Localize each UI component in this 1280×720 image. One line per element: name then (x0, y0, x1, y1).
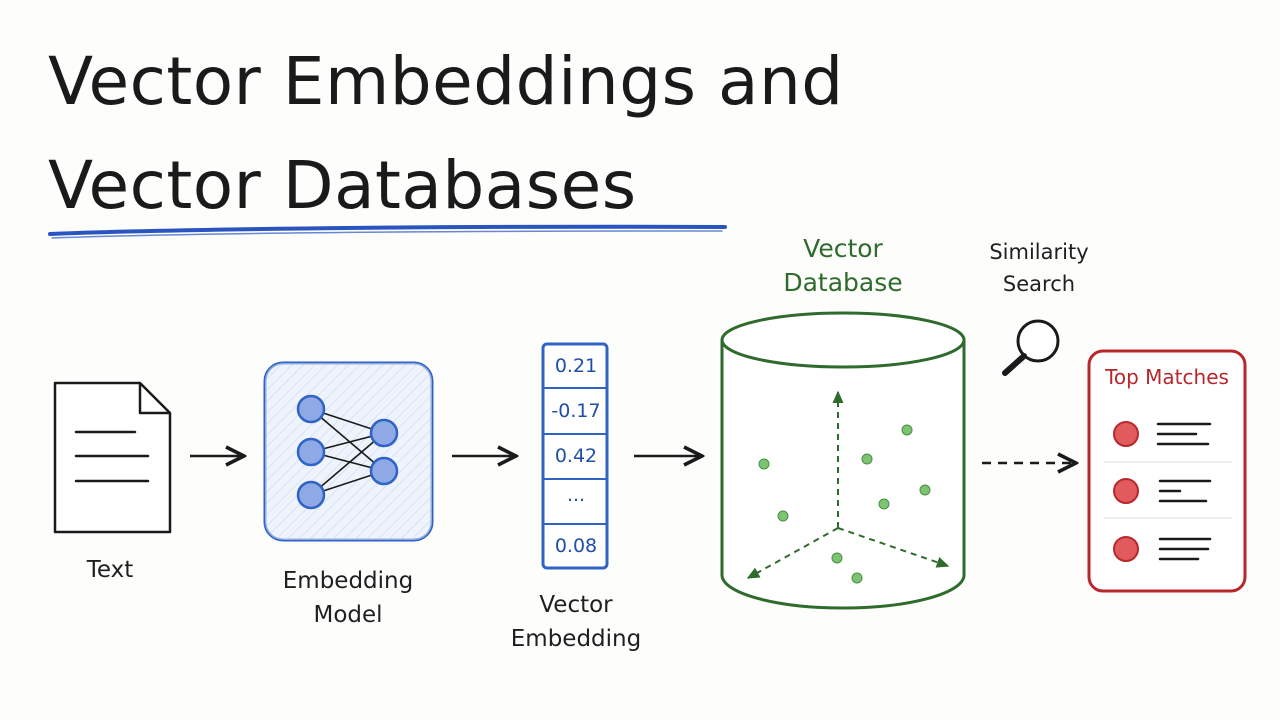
top-matches-card (1087, 349, 1247, 593)
label-embedding-model-line2: Model (313, 602, 383, 628)
label-similarity-search-line2: Search (1002, 272, 1076, 296)
vector-value: 0.42 (554, 445, 598, 467)
title-line-1: Vector Embeddings and (48, 43, 844, 120)
label-vector-embedding: Vector Embedding (496, 588, 656, 656)
label-similarity-search: Similarity Search (968, 236, 1110, 300)
vector-value: -0.17 (551, 400, 601, 422)
label-text: Text (86, 557, 134, 583)
vector-value: ... (566, 484, 586, 506)
title-line-2: Vector Databases (48, 147, 637, 224)
magnifier-icon (1002, 319, 1060, 376)
title-underline (48, 224, 727, 236)
label-embedding-model: Embedding Model (258, 564, 438, 632)
label-vector-embedding-line2: Embedding (510, 626, 642, 652)
neural-network-icon (263, 361, 434, 542)
match-item-2 (1113, 478, 1212, 504)
label-similarity-search-line1: Similarity (989, 240, 1089, 264)
top-matches-title: Top Matches (1105, 365, 1229, 389)
label-vector-embedding-line1: Vector (539, 592, 613, 618)
match-item-1 (1113, 421, 1212, 447)
label-vector-database-line2: Database (783, 268, 903, 297)
document-icon (53, 381, 172, 534)
label-embedding-model-line1: Embedding (282, 568, 414, 594)
vector-column (541, 342, 609, 570)
label-vector-database: Vector Database (763, 232, 923, 300)
label-vector-database-line1: Vector (803, 234, 883, 263)
vector-value: 0.21 (554, 355, 598, 377)
match-item-3 (1113, 536, 1212, 562)
page-title: Vector Embeddings and Vector Databases (48, 30, 844, 238)
database-cylinder-icon (720, 311, 966, 610)
vector-value: 0.08 (554, 535, 598, 557)
